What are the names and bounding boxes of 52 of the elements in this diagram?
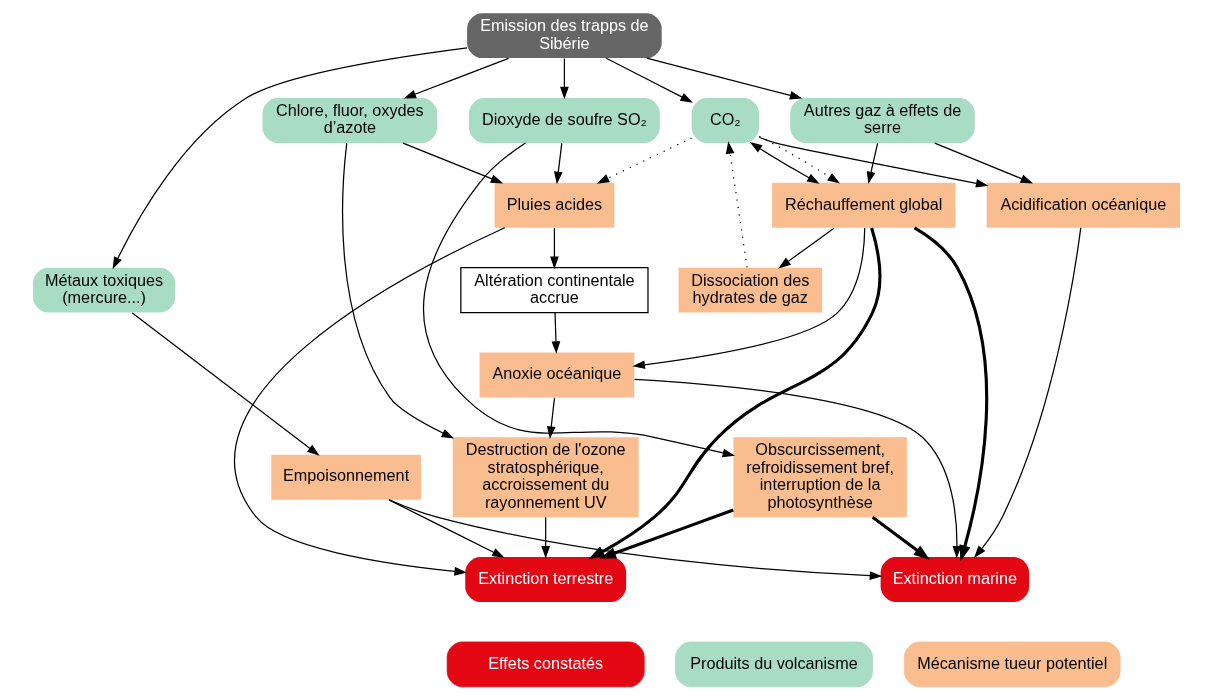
arrow xyxy=(749,142,820,184)
arrow xyxy=(422,142,736,458)
node-box: Dissociation des hydrates de gaz xyxy=(678,267,822,313)
node-box: CO₂ xyxy=(691,98,759,143)
legend-label: Mécanisme tueur potentiel xyxy=(917,653,1108,672)
node-box: Emission des trapps de Sibérie xyxy=(467,13,662,59)
arrow xyxy=(725,141,748,269)
node-box: Extinction terrestre xyxy=(465,557,627,602)
node-box: Anoxie océanique xyxy=(479,352,635,398)
arrow xyxy=(934,142,1034,184)
arrow xyxy=(388,499,505,558)
node-box: Obscurcissement, refroidissement bref, interruption de la photosynthèse xyxy=(733,437,907,518)
arrow xyxy=(551,312,561,354)
arrow xyxy=(596,137,693,184)
legend-label: Effets constatés xyxy=(488,653,604,672)
arrow xyxy=(554,142,563,185)
arrow xyxy=(605,57,693,103)
arrow xyxy=(646,57,803,100)
arrow xyxy=(758,136,989,188)
arrow xyxy=(560,57,569,100)
node-box: Pluies acides xyxy=(494,182,615,228)
arrow xyxy=(112,47,468,270)
arrow xyxy=(778,227,835,269)
arrow xyxy=(599,508,734,559)
arrow xyxy=(541,516,551,559)
arrow xyxy=(546,397,556,439)
arrow xyxy=(550,227,559,269)
arrow xyxy=(388,499,883,580)
arrow xyxy=(913,226,989,562)
node-box: Métaux toxiques (mercure...) xyxy=(33,267,176,313)
node-box: Altération continentale accrue xyxy=(460,267,649,314)
node-box: Réchauffement global xyxy=(772,182,956,228)
arrow xyxy=(871,516,930,560)
arrow xyxy=(402,142,504,184)
arrow xyxy=(403,57,510,99)
node-box: Empoisonnement xyxy=(271,454,421,500)
node-box: Chlore, fluor, oxydes d’azote xyxy=(262,98,438,143)
arrow xyxy=(588,227,882,560)
legend-label: Produits du volcanisme xyxy=(690,653,858,672)
arrow xyxy=(758,135,841,184)
node-box: Acidification océanique xyxy=(986,182,1180,228)
node-box: Autres gaz à effets de serre xyxy=(790,98,975,143)
arrow xyxy=(633,378,962,559)
node-box: Destruction de l'ozone stratosphérique, accroissement du rayonnement UV xyxy=(452,437,639,518)
node-box: Extinction marine xyxy=(880,557,1030,602)
node-box: Dioxyde de soufre SO₂ xyxy=(468,98,660,143)
arrow xyxy=(866,142,879,185)
arrow xyxy=(341,142,455,439)
arrow xyxy=(632,227,866,370)
arrow xyxy=(233,227,506,576)
arrow xyxy=(974,227,1082,558)
arrow xyxy=(131,312,320,456)
